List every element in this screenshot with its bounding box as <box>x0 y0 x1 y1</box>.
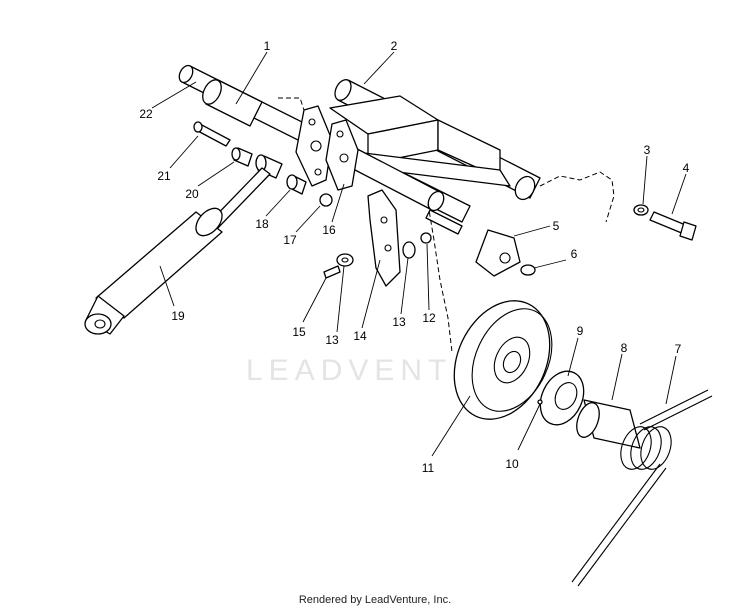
dashed-line-right <box>539 171 615 223</box>
part-8-axle-sleeve[interactable] <box>572 399 641 449</box>
part-4-bolt[interactable] <box>649 211 697 241</box>
callout-13-right: 13 <box>392 315 406 329</box>
part-13-washer-left[interactable] <box>336 253 354 267</box>
part-12-nut[interactable] <box>420 232 432 244</box>
part-16-side-plates[interactable] <box>295 105 359 191</box>
part-6-nut[interactable] <box>520 264 536 276</box>
part-10-set-screw[interactable] <box>537 399 543 405</box>
callout-14: 14 <box>353 329 367 343</box>
part-17-nut[interactable] <box>319 193 333 207</box>
callout-19: 19 <box>171 309 185 323</box>
callout-leaders <box>151 51 687 457</box>
part-3-washer[interactable] <box>633 204 649 216</box>
callout-7: 7 <box>675 342 682 356</box>
part-15-bolt[interactable] <box>323 265 341 279</box>
callout-20: 20 <box>185 187 199 201</box>
callout-2: 2 <box>391 39 398 53</box>
callout-5: 5 <box>553 219 560 233</box>
callout-11: 11 <box>422 461 435 475</box>
callout-8: 8 <box>621 341 628 355</box>
callout-21: 21 <box>157 169 171 183</box>
callout-10: 10 <box>505 457 519 471</box>
part-18-bushing[interactable] <box>286 174 307 195</box>
part-19-shock-absorber[interactable] <box>84 167 271 335</box>
part-21-bolt[interactable] <box>193 121 231 147</box>
part-1-shaft-sleeve[interactable] <box>199 77 263 127</box>
part-2-cross-frame[interactable] <box>325 77 541 235</box>
callout-18: 18 <box>255 217 269 231</box>
callout-9: 9 <box>577 324 584 338</box>
callout-13-left: 13 <box>325 333 339 347</box>
callout-17: 17 <box>283 233 297 247</box>
part-9-bearing[interactable] <box>532 364 592 432</box>
part-7-torsion-spring[interactable] <box>571 389 713 587</box>
callout-3: 3 <box>644 143 651 157</box>
callout-12: 12 <box>422 311 436 325</box>
part-13-washer-right[interactable] <box>402 241 416 259</box>
callout-22: 22 <box>139 107 153 121</box>
dashed-line-left <box>278 97 305 111</box>
part-11-idler-wheel[interactable] <box>436 285 568 435</box>
callout-6: 6 <box>571 247 578 261</box>
part-14-shock-bracket[interactable] <box>367 189 401 287</box>
callout-4: 4 <box>683 161 690 175</box>
footer-credit: Rendered by LeadVenture, Inc. <box>298 594 452 606</box>
dashed-line-center <box>427 203 453 353</box>
callout-1: 1 <box>264 39 271 53</box>
callout-16: 16 <box>322 223 336 237</box>
callout-labels: 1 2 3 4 5 6 7 8 9 10 11 12 13 13 14 15 1… <box>139 39 689 475</box>
part-5-guide-block[interactable] <box>475 229 521 277</box>
callout-15: 15 <box>292 325 306 339</box>
